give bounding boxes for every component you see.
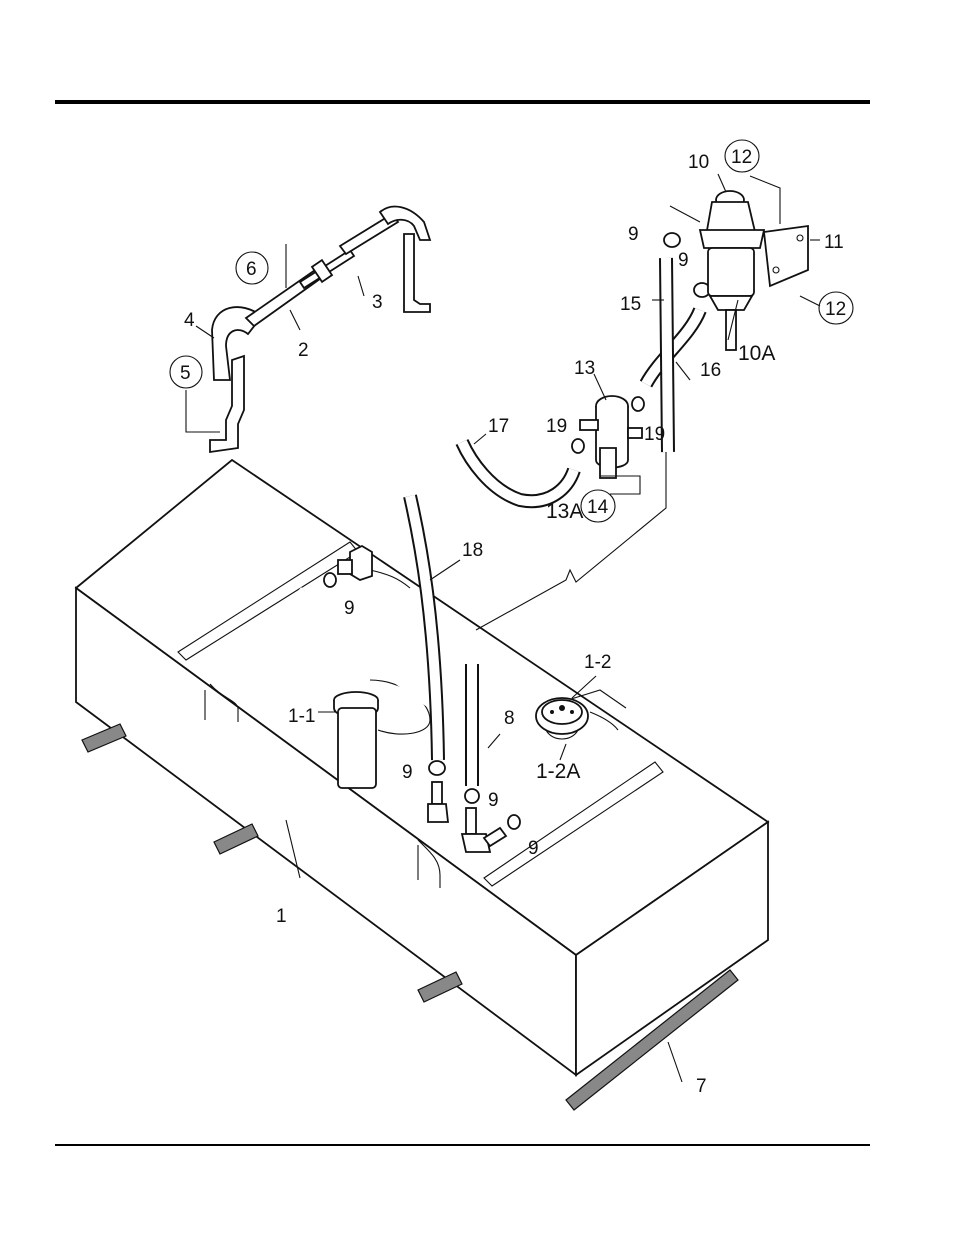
label-9-filter: 9 [678, 250, 689, 271]
fuel-pump-13 [572, 396, 644, 494]
label-7: 7 [696, 1076, 707, 1097]
hose-17 [462, 442, 574, 501]
label-1: 1 [276, 906, 287, 927]
label-13a: 13A [546, 500, 583, 523]
label-15: 15 [620, 294, 641, 315]
label-14: 14 [587, 497, 609, 518]
label-13: 13 [574, 358, 595, 379]
leader-12 [750, 176, 780, 224]
label-8: 8 [504, 708, 515, 729]
label-10: 10 [688, 152, 709, 173]
label-19-right: 19 [644, 424, 665, 445]
label-10a: 10A [738, 342, 775, 365]
label-17: 17 [488, 416, 509, 437]
callout-circles [170, 140, 853, 522]
label-5: 5 [180, 363, 191, 384]
label-4: 4 [184, 310, 195, 331]
label-19-left: 19 [546, 416, 567, 437]
label-9-upper: 9 [628, 224, 639, 245]
label-1-2: 1-2 [584, 652, 611, 673]
label-9-center-right: 9 [488, 790, 499, 811]
tank-strap-assembly [186, 207, 430, 452]
bracket-11 [764, 226, 808, 286]
label-9-center-left: 9 [402, 762, 413, 783]
label-12-bottom: 12 [825, 299, 846, 320]
label-3: 3 [372, 292, 383, 313]
label-6: 6 [246, 259, 257, 280]
hose-15 [666, 258, 668, 452]
label-9-bottom: 9 [528, 838, 539, 859]
label-11: 11 [824, 232, 844, 253]
label-1-2a: 1-2A [536, 760, 580, 783]
label-1-1: 1-1 [288, 706, 315, 727]
label-9-tank: 9 [344, 598, 355, 619]
label-2: 2 [298, 340, 309, 361]
label-18: 18 [462, 540, 483, 561]
ring-9-top [664, 233, 680, 247]
label-12-top: 12 [731, 147, 752, 168]
label-16: 16 [700, 360, 721, 381]
